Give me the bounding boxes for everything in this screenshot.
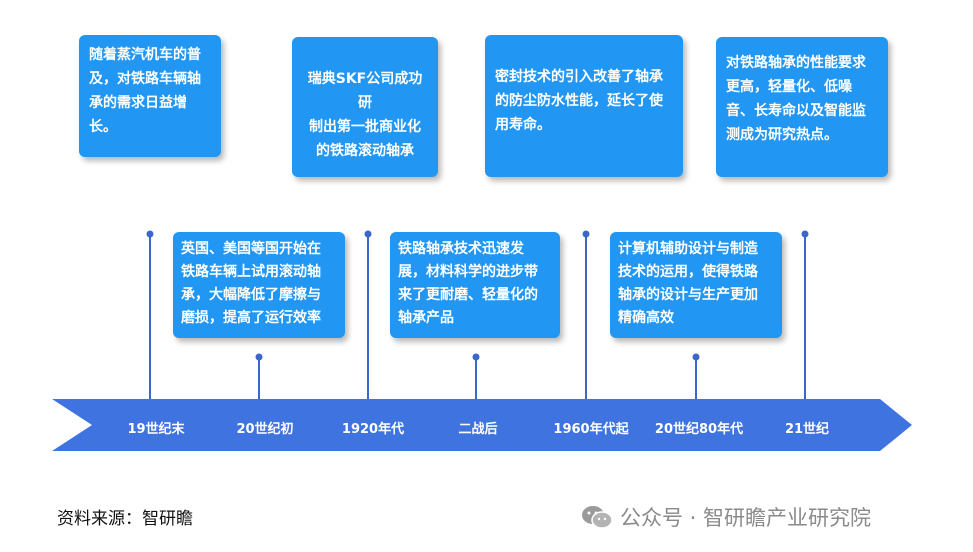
era-label-1980s: 20世纪80年代 [654, 422, 744, 437]
connector-dot [364, 230, 372, 238]
event-text-line: 音、长寿命以及智能监 [726, 103, 866, 119]
event-text-line: 承，大幅降低了摩擦与 [181, 287, 321, 303]
event-box-19th-century-end: 随着蒸汽机车的普 及，对铁路车辆轴 承的需求日益增 长。 [79, 35, 221, 157]
connector-dot [582, 230, 590, 238]
event-text-line: 技术的运用，使得铁路 [618, 264, 758, 280]
event-box-1980s: 计算机辅助设计与制造 技术的运用，使得铁路 轴承的设计与生产更加 精确高效 [610, 232, 782, 338]
event-text-line: 的铁路滚动轴承 [316, 143, 414, 159]
event-text-line: 的防尘防水性能，延长了使 [495, 93, 663, 109]
wechat-icon [582, 506, 613, 529]
event-text-line: 轴承产品 [398, 310, 454, 326]
event-text-line: 随着蒸汽机车的普 [89, 47, 201, 63]
event-text-line: 磨损，提高了运行效率 [181, 310, 321, 326]
event-text-line: 长。 [89, 119, 117, 135]
event-text-line: 对铁路轴承的性能要求 [726, 55, 866, 71]
event-text-line: 铁路轴承技术迅速发 [398, 241, 524, 257]
event-box-post-ww2: 铁路轴承技术迅速发 展，材料科学的进步带 来了更耐磨、轻量化的 轴承产品 [390, 232, 560, 338]
era-label-21st-century: 21世纪 [784, 422, 830, 437]
event-text-line: 承的需求日益增 [89, 95, 187, 111]
event-text-line: 及，对铁路车辆轴 [89, 71, 201, 87]
event-text-line: 更高，轻量化、低噪 [726, 79, 852, 95]
event-text-line: 用寿命。 [495, 117, 551, 133]
era-label-19th-century-end: 19世纪末 [127, 422, 185, 437]
era-label-early-20th-century: 20世纪初 [236, 422, 294, 437]
event-text-line: 瑞典SKF公司成功研 [307, 71, 423, 111]
event-text-line: 测成为研究热点。 [726, 127, 838, 143]
event-box-21st-century: 对铁路轴承的性能要求 更高，轻量化、低噪 音、长寿命以及智能监 测成为研究热点。 [716, 37, 888, 177]
event-box-1960s-onward: 密封技术的引入改善了轴承 的防尘防水性能，延长了使 用寿命。 [485, 35, 683, 177]
connector-dot [146, 230, 154, 238]
event-text-line: 密封技术的引入改善了轴承 [495, 69, 663, 85]
event-text-line: 展，材料科学的进步带 [398, 264, 538, 280]
event-text-line: 铁路车辆上试用滚动轴 [181, 264, 321, 280]
event-text-line: 计算机辅助设计与制造 [618, 241, 758, 257]
event-text-line: 制出第一批商业化 [309, 119, 421, 135]
era-label-1960s-onward: 1960年代起 [553, 422, 629, 437]
source-label: 资料来源：智研瞻 [57, 509, 193, 529]
watermark-text: 公众号 · 智研瞻产业研究院 [620, 506, 872, 530]
event-text-line: 来了更耐磨、轻量化的 [398, 287, 538, 303]
connector-dot [692, 353, 700, 361]
event-text-line: 精确高效 [618, 310, 674, 326]
connector-dot [472, 353, 480, 361]
event-text-line: 英国、美国等国开始在 [181, 241, 321, 257]
event-text-line: 轴承的设计与生产更加 [618, 287, 758, 303]
event-box-early-20th-century: 英国、美国等国开始在 铁路车辆上试用滚动轴 承，大幅降低了摩擦与 磨损，提高了运… [173, 232, 345, 338]
timeline-arrow [52, 399, 912, 451]
connector-dot [255, 353, 263, 361]
era-label-post-ww2: 二战后 [458, 422, 498, 437]
watermark: 公众号 · 智研瞻产业研究院 [580, 502, 871, 532]
era-label-1920s: 1920年代 [341, 422, 405, 437]
connector-group [146, 230, 809, 399]
connector-dot [801, 230, 809, 238]
event-box-1920s: 瑞典SKF公司成功研 制出第一批商业化 的铁路滚动轴承 [292, 37, 438, 177]
